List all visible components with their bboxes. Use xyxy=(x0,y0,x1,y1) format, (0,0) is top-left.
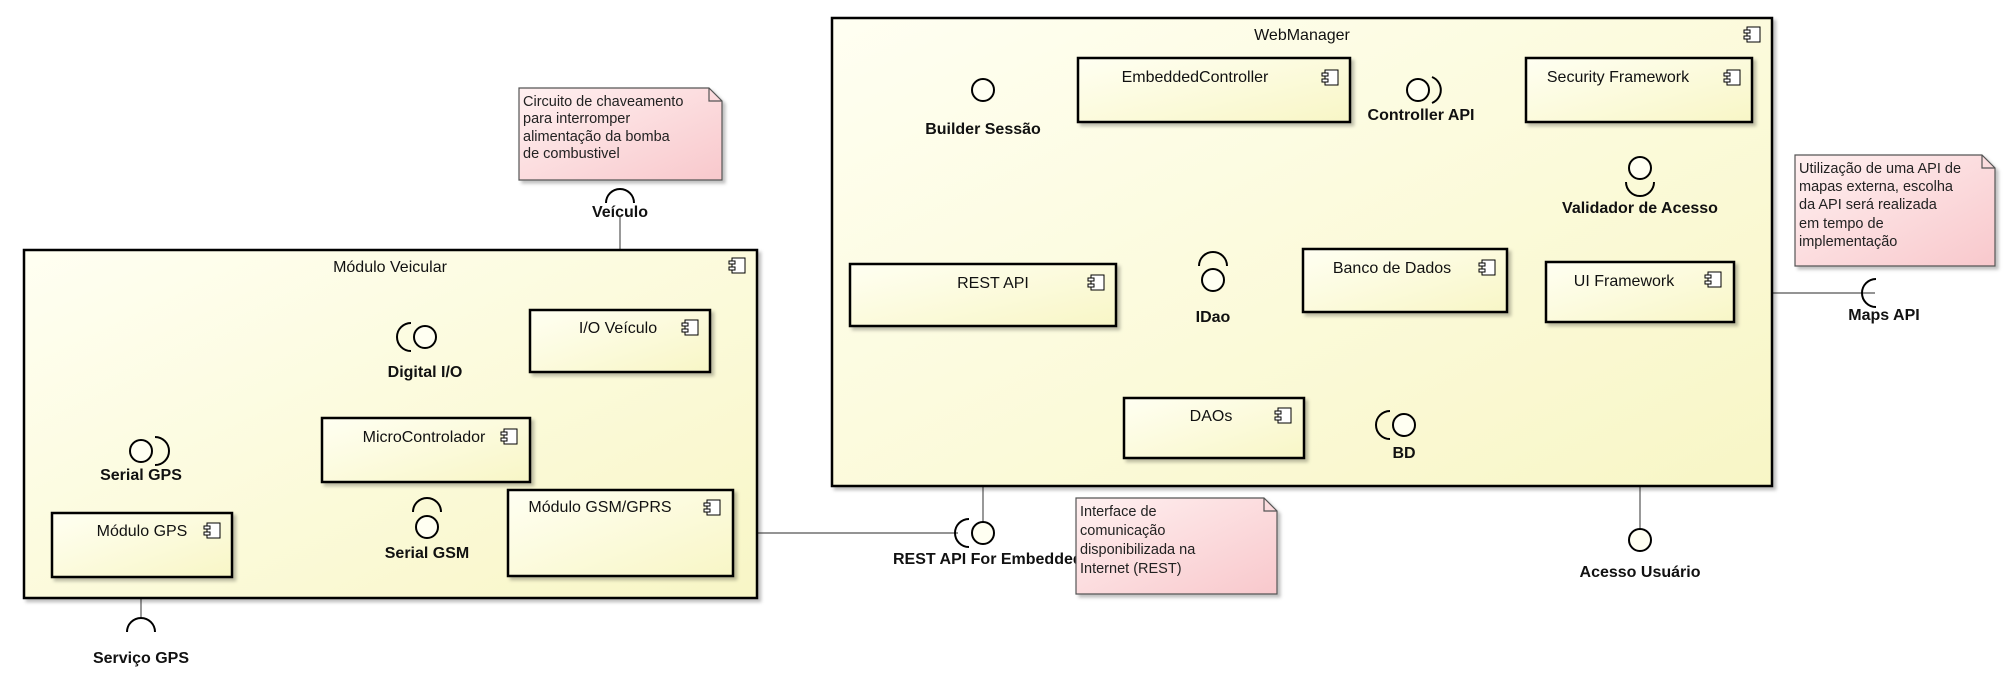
component-modulo-gps: Módulo GPS xyxy=(50,511,234,579)
interfaces xyxy=(126,76,1877,633)
svg-text:disponibilizada na: disponibilizada na xyxy=(1080,542,1196,558)
component-ui-framework: UI Framework xyxy=(1544,260,1736,324)
serial-gsm-socket xyxy=(412,497,442,513)
svg-text:UI Framework: UI Framework xyxy=(1574,273,1675,290)
note-interface: Interface de comunicação disponibilizada… xyxy=(1075,497,1278,595)
webmanager-title: WebManager xyxy=(1254,27,1350,44)
component-daos: DAOs xyxy=(1122,396,1306,460)
svg-text:Circuito de chaveamento: Circuito de chaveamento xyxy=(523,94,683,110)
idao-lollipop xyxy=(1201,268,1225,292)
svg-text:DAOs: DAOs xyxy=(1190,408,1233,425)
servico-gps-label: Serviço GPS xyxy=(93,650,189,667)
rest-api-embedded-lollipop xyxy=(971,521,995,545)
bd-label: BD xyxy=(1392,445,1415,462)
digital-io-lollipop xyxy=(413,325,437,349)
acesso-usuario-lollipop xyxy=(1628,528,1652,552)
component-microcontrolador: MicroControlador xyxy=(320,416,532,484)
interface-labels: Builder Sessão Controller API Validador … xyxy=(93,107,1920,667)
svg-text:MicroControlador: MicroControlador xyxy=(363,429,486,446)
veiculo-socket xyxy=(605,188,635,204)
svg-text:Módulo GSM/GPRS: Módulo GSM/GPRS xyxy=(528,499,671,516)
rest-api-embedded-label: REST API For Embedded xyxy=(893,551,1083,568)
validador-acesso-lollipop xyxy=(1628,156,1652,180)
bd-lollipop xyxy=(1392,413,1416,437)
svg-text:Banco de Dados: Banco de Dados xyxy=(1333,260,1451,277)
svg-text:EmbeddedController: EmbeddedController xyxy=(1122,69,1269,86)
builder-sessao-lollipop xyxy=(971,78,995,102)
svg-text:em tempo de: em tempo de xyxy=(1799,216,1884,232)
note-mapas: Utilização de uma API de mapas externa, … xyxy=(1794,154,1996,267)
serial-gsm-label: Serial GSM xyxy=(385,545,469,562)
bd-socket xyxy=(1375,410,1391,440)
rest-api-embedded-socket xyxy=(954,518,970,548)
svg-text:alimentação da bomba: alimentação da bomba xyxy=(523,129,671,145)
builder-sessao-label: Builder Sessão xyxy=(925,121,1041,138)
svg-text:REST API: REST API xyxy=(957,275,1029,292)
svg-text:para interromper: para interromper xyxy=(523,111,630,127)
component-rest-api: REST API xyxy=(848,262,1118,328)
svg-text:Security Framework: Security Framework xyxy=(1547,69,1690,86)
component-modulo-gsm: Módulo GSM/GPRS xyxy=(506,488,735,578)
svg-text:implementação: implementação xyxy=(1799,234,1897,250)
serial-gps-socket xyxy=(154,436,170,466)
serial-gsm-lollipop xyxy=(415,515,439,539)
controller-api-socket xyxy=(1431,76,1442,104)
svg-text:Utilização de uma API de: Utilização de uma API de xyxy=(1799,161,1961,177)
idao-socket xyxy=(1198,251,1228,267)
component-embedded-controller: EmbeddedController xyxy=(1076,56,1352,124)
svg-text:de combustivel: de combustivel xyxy=(523,146,620,162)
serial-gps-lollipop xyxy=(129,439,153,463)
maps-api-label: Maps API xyxy=(1848,307,1919,324)
svg-text:Interface de: Interface de xyxy=(1080,504,1157,520)
servico-gps-socket xyxy=(126,617,156,633)
note-circuito: Circuito de chaveamento para interromper… xyxy=(518,87,723,181)
acesso-usuario-label: Acesso Usuário xyxy=(1580,564,1701,581)
component-io-veiculo: I/O Veículo xyxy=(528,308,712,374)
validador-acesso-label: Validador de Acesso xyxy=(1562,200,1718,217)
controller-api-label: Controller API xyxy=(1368,107,1475,124)
svg-text:Internet (REST): Internet (REST) xyxy=(1080,561,1182,577)
svg-text:da API será realizada: da API será realizada xyxy=(1799,197,1938,213)
component-banco-dados: Banco de Dados xyxy=(1301,247,1509,314)
svg-text:I/O Veículo: I/O Veículo xyxy=(579,320,657,337)
svg-text:Módulo GPS: Módulo GPS xyxy=(97,523,188,540)
svg-text:mapas externa, escolha: mapas externa, escolha xyxy=(1799,179,1954,195)
modulo-veicular-title: Módulo Veicular xyxy=(333,259,448,276)
controller-api-lollipop xyxy=(1406,78,1430,102)
digital-io-label: Digital I/O xyxy=(388,364,463,381)
validador-acesso-socket xyxy=(1625,181,1655,197)
idao-label: IDao xyxy=(1196,309,1231,326)
svg-text:comunicação: comunicação xyxy=(1080,523,1165,539)
serial-gps-label: Serial GPS xyxy=(100,467,182,484)
digital-io-socket xyxy=(396,322,412,352)
veiculo-label: Veículo xyxy=(592,204,648,221)
component-security-framework: Security Framework xyxy=(1524,56,1754,124)
maps-api-socket xyxy=(1861,278,1877,308)
